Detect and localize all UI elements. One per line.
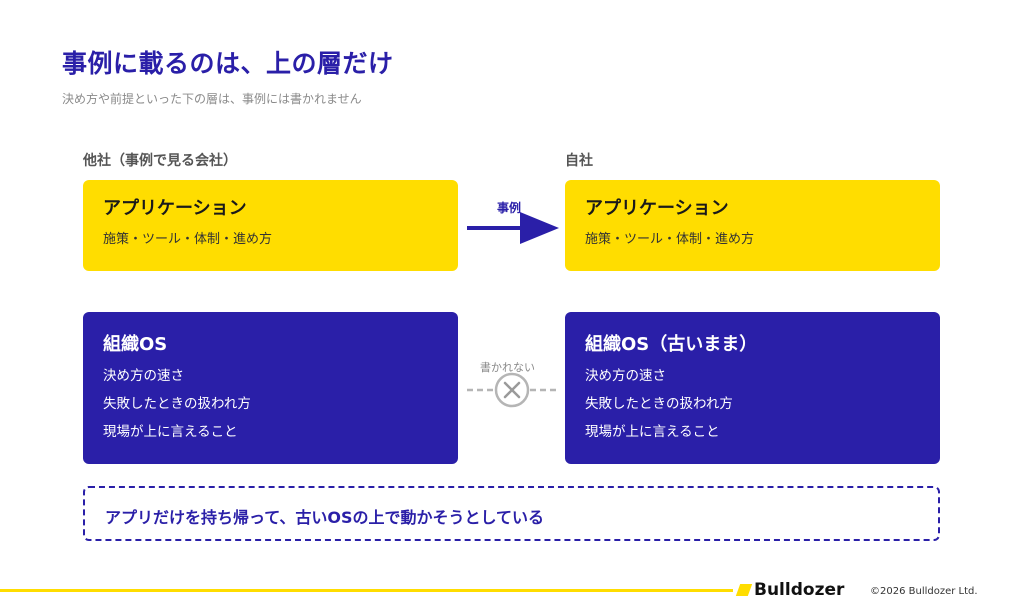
bottom-message: アプリだけを持ち帰って、古いOSの上で動かそうとしている: [105, 508, 545, 527]
right-app-card: アプリケーション 施策・ツール・体制・進め方: [565, 180, 940, 271]
left-app-card-subtitle: 施策・ツール・体制・進め方: [103, 232, 273, 247]
bottom-message-box: アプリだけを持ち帰って、古いOSの上で動かそうとしている: [83, 486, 940, 541]
right-app-card-title: アプリケーション: [585, 198, 729, 219]
right-org-card: 組織OS（古いまま） 決め方の速さ 失敗したときの扱われ方 現場が上に言えること: [565, 312, 940, 464]
right-app-card-subtitle: 施策・ツール・体制・進め方: [585, 232, 755, 247]
list-item: 失敗したときの扱われ方: [585, 396, 733, 412]
cross-circle-icon: [494, 372, 530, 408]
page-subtitle: 決め方や前提といった下の層は、事例には書かれません: [62, 92, 362, 106]
left-column-label: 他社（事例で見る会社）: [83, 153, 237, 169]
copyright: ©2026 Bulldozer Ltd.: [870, 586, 978, 597]
list-item: 現場が上に言えること: [585, 424, 720, 440]
footer-accent-line: [0, 589, 733, 592]
arrow-label: 事例: [497, 201, 522, 215]
brand-mark-icon: [735, 584, 753, 596]
right-column-label: 自社: [565, 153, 593, 169]
blocked-label: 書かれない: [480, 361, 535, 374]
blocked-connector: [467, 372, 559, 408]
right-org-card-title: 組織OS（古いまま）: [585, 334, 758, 355]
brand-logo: Bulldozer: [735, 580, 845, 600]
left-org-card: 組織OS 決め方の速さ 失敗したときの扱われ方 現場が上に言えること: [83, 312, 458, 464]
brand-name: Bulldozer: [754, 580, 845, 600]
right-org-card-list: 決め方の速さ 失敗したときの扱われ方 現場が上に言えること: [585, 367, 733, 451]
left-app-card: アプリケーション 施策・ツール・体制・進め方: [83, 180, 458, 271]
list-item: 現場が上に言えること: [103, 424, 238, 440]
list-item: 失敗したときの扱われ方: [103, 396, 251, 412]
page-title: 事例に載るのは、上の層だけ: [62, 49, 394, 78]
left-org-card-title: 組織OS: [103, 334, 168, 355]
list-item: 決め方の速さ: [585, 368, 666, 384]
left-org-card-list: 決め方の速さ 失敗したときの扱われ方 現場が上に言えること: [103, 367, 251, 451]
left-app-card-title: アプリケーション: [103, 198, 247, 219]
list-item: 決め方の速さ: [103, 368, 184, 384]
right-arrow-icon: [467, 212, 559, 244]
